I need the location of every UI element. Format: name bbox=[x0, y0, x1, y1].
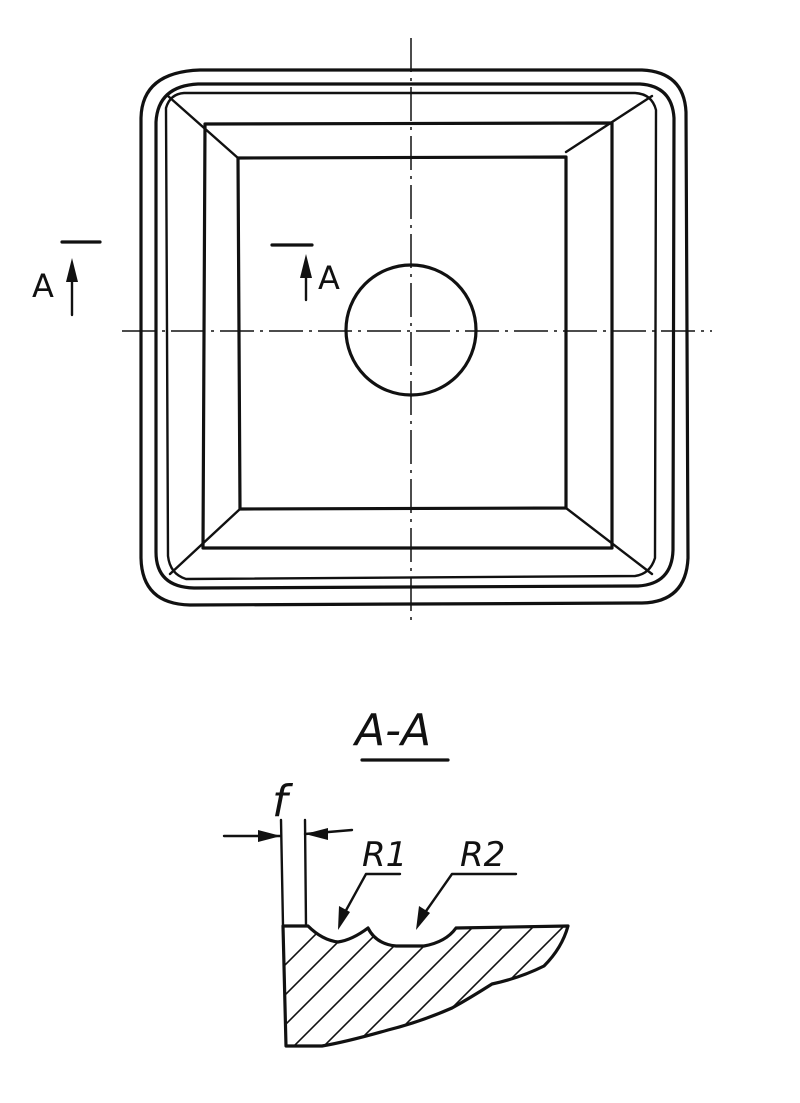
leader-r2 bbox=[422, 872, 518, 916]
leader-r2-arrowhead bbox=[416, 906, 430, 930]
corner-line-tl bbox=[166, 94, 240, 160]
extension-line-left bbox=[279, 818, 285, 928]
center-hole bbox=[344, 263, 478, 397]
second-contour bbox=[154, 82, 676, 590]
section-marker-right-label: A bbox=[318, 259, 340, 297]
dimension-label-f: f bbox=[272, 776, 294, 827]
dimension-arrow-left bbox=[258, 830, 281, 842]
section-outline bbox=[281, 924, 570, 1048]
corner-line-tr bbox=[564, 94, 654, 154]
radius-label-r1: R1 bbox=[362, 835, 407, 875]
radius-label-r2: R2 bbox=[460, 835, 505, 875]
leader-r1-arrowhead bbox=[338, 906, 350, 930]
outer-contour bbox=[139, 68, 690, 607]
section-marker-left-label: A bbox=[32, 267, 54, 305]
section-marker-left-arrowhead bbox=[66, 258, 78, 282]
cutting-edge-contour bbox=[164, 91, 658, 581]
dimension-arrow-right bbox=[305, 828, 328, 840]
section-marker-right: A bbox=[270, 243, 340, 302]
extension-line-right bbox=[303, 818, 308, 928]
leader-r1 bbox=[342, 872, 402, 916]
land-frame bbox=[201, 121, 614, 550]
section-marker-right-arrowhead bbox=[300, 254, 312, 278]
section-title: A-A bbox=[352, 705, 431, 756]
section-hatching bbox=[283, 926, 568, 1046]
corner-line-br bbox=[564, 506, 654, 576]
section-marker-left: A bbox=[32, 240, 102, 317]
inner-frame bbox=[236, 155, 568, 511]
corner-line-bl bbox=[168, 507, 242, 576]
top-view: A A bbox=[32, 38, 712, 626]
section-view: A-A f bbox=[222, 705, 570, 1048]
